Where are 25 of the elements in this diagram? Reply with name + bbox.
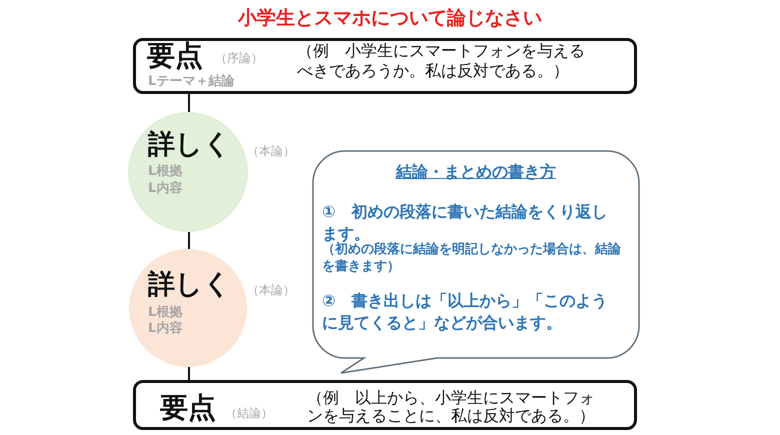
numbered-point: ② 書き出しは「以上から」「このように見てくると」などが合います。 bbox=[322, 290, 609, 334]
circle-heading: 詳しく bbox=[148, 128, 231, 160]
section-note: （結論） bbox=[225, 406, 273, 420]
rounded-box bbox=[133, 38, 637, 94]
section-note: （序論） bbox=[215, 51, 263, 66]
sub-point: L内容 bbox=[148, 321, 182, 337]
title: 小学生とスマホについて論じなさい bbox=[236, 7, 543, 30]
sub-point: L根拠 bbox=[148, 164, 182, 180]
bubble-heading: 結論・まとめの書き方 bbox=[394, 162, 557, 182]
bubble-note: （初めの段落に結論を明記しなかった場合は、結論を書きます） bbox=[322, 242, 622, 274]
example-text: （例 以上から、小学生にスマートフォンを与えることに、私は反対である。） bbox=[307, 388, 596, 424]
example-text: （例 小学生にスマートフォンを与えるべきであろうか。私は反対である。） bbox=[297, 40, 586, 80]
box-heading: 要点 bbox=[160, 390, 216, 424]
numbered-point: ① 初めの段落に書いた結論をくり返します。 bbox=[322, 200, 608, 242]
rounded-box bbox=[133, 380, 637, 430]
section-note: （本論） bbox=[247, 144, 295, 159]
sub-point: L根拠 bbox=[148, 304, 182, 320]
circle-heading: 詳しく bbox=[148, 268, 231, 300]
connector-line bbox=[188, 367, 190, 380]
sub-point: Lテーマ＋結論 bbox=[148, 74, 234, 89]
connector-line bbox=[188, 232, 190, 249]
sub-point: L内容 bbox=[148, 181, 182, 197]
box-heading: 要点 bbox=[147, 39, 203, 73]
connector-line bbox=[188, 94, 190, 112]
section-note: （本論） bbox=[247, 283, 295, 298]
